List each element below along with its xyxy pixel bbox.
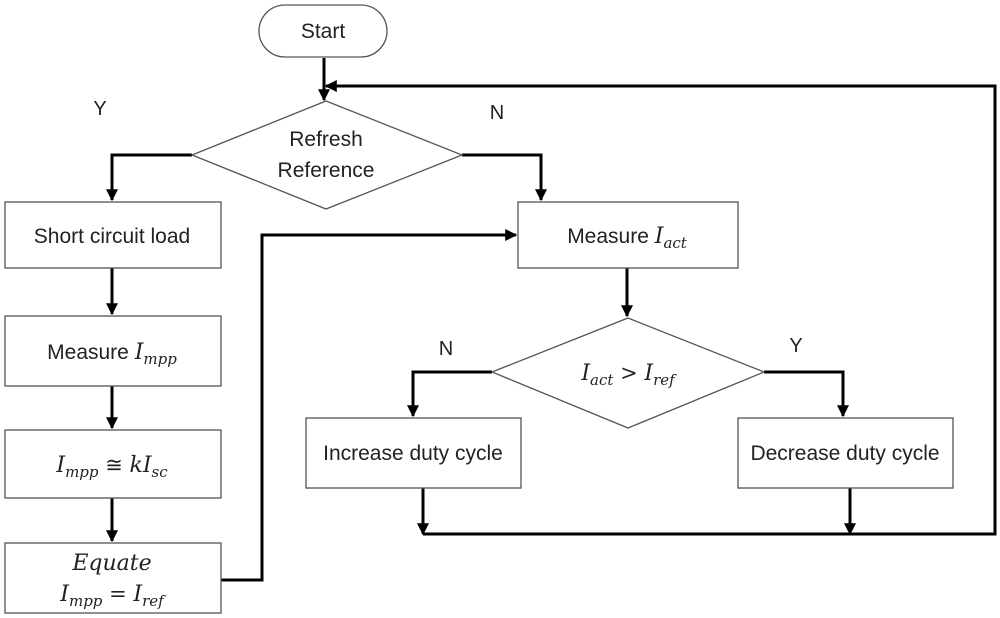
measure-act-box: Measure Iact: [517, 201, 739, 269]
approx-formula: Impp ≅ kIsc: [55, 453, 168, 481]
arrow-equate-to-measure-act: [221, 229, 518, 582]
compare-yes-label: Y: [789, 335, 802, 357]
refresh-no-label: N: [490, 102, 504, 124]
arrow-compare-yes-to-decrease: [764, 370, 849, 418]
approx-box: Impp ≅ kIsc: [4, 429, 222, 499]
compare-decision: Iact > Iref: [490, 317, 766, 429]
equate-word: Equate: [71, 551, 151, 576]
arrow-refresh-no-to-measure-act: [462, 153, 547, 202]
short-circuit-label: Short circuit load: [34, 225, 190, 248]
equate-box: Equate Impp = Iref: [4, 542, 222, 614]
loop-back-line: [324, 80, 997, 536]
compare-no-label: N: [439, 338, 453, 360]
decrease-duty-box: Decrease duty cycle: [737, 417, 954, 489]
refresh-label-line1: Refresh: [289, 128, 363, 151]
connectors: [106, 58, 997, 582]
increase-duty-label: Increase duty cycle: [323, 442, 503, 465]
decrease-duty-label: Decrease duty cycle: [750, 442, 939, 465]
short-circuit-box: Short circuit load: [4, 201, 222, 269]
arrow-refresh-yes-to-short-circuit: [106, 153, 192, 202]
equate-formula: Impp = Iref: [59, 582, 166, 610]
start-label: Start: [301, 20, 346, 43]
arrow-compare-no-to-increase: [407, 370, 492, 418]
measure-act-label: Measure Iact: [567, 224, 688, 252]
measure-mpp-label: Measure Impp: [47, 340, 177, 368]
measure-mpp-box: Measure Impp: [4, 315, 222, 387]
refresh-yes-label: Y: [93, 98, 106, 120]
increase-duty-box: Increase duty cycle: [305, 417, 522, 489]
refresh-label-line2: Reference: [278, 159, 375, 182]
start-node: Start: [258, 4, 388, 58]
compare-formula: Iact > Iref: [580, 361, 677, 389]
refresh-reference-decision: Refresh Reference: [190, 100, 464, 210]
